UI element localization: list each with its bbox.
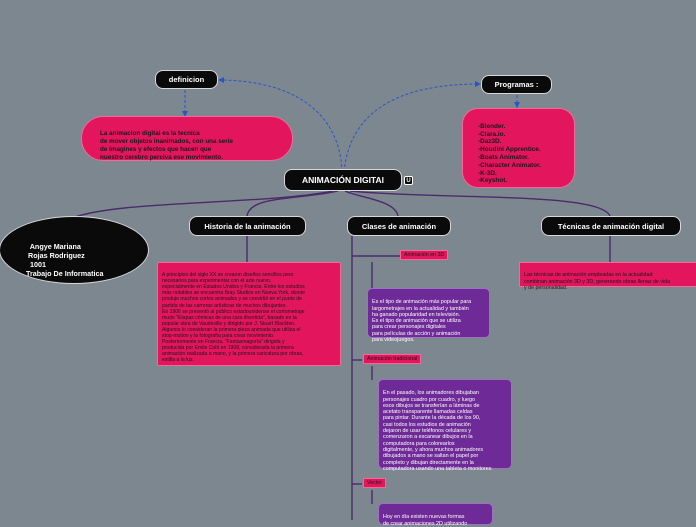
central-topic[interactable]: ANIMACIÓN DIGITAl — [284, 169, 402, 191]
definicion-text: La animacion digital es la tecnica de mo… — [100, 130, 233, 161]
author-node[interactable]: Angye Mariana Rojas Rodriguez 1001 Traba… — [0, 216, 149, 284]
programas-node[interactable]: Programas : — [481, 75, 552, 94]
subtopic-3d-text-box[interactable]: Es el tipo de animación más popular para… — [367, 288, 490, 343]
branch-tecnicas — [349, 190, 611, 217]
tecnicas-text: Las técnicas de animación empleadas en l… — [524, 272, 671, 292]
subtopic-tradicional-text: En el pasado, los animadores dibujaban p… — [383, 390, 492, 472]
subtopic-tradicional-tag[interactable]: Animación tradicional — [363, 354, 422, 364]
subtopic-3d-text: Es el tipo de animación más popular para… — [372, 299, 472, 344]
programas-list-box[interactable]: -Blender. -Clara.io. -Daz3D. -Houdini Ap… — [462, 108, 575, 188]
dashed-link-definicion — [217, 79, 343, 173]
central-badge[interactable]: U — [404, 176, 413, 185]
clases-label: Clases de animación — [361, 221, 437, 231]
tecnicas-label: Técnicas de animación digital — [557, 221, 665, 231]
branch-author — [71, 190, 334, 219]
arrow-head-programas-down — [514, 102, 520, 108]
clases-node[interactable]: Clases de animación — [347, 216, 451, 236]
programas-label: Programas : — [494, 80, 539, 89]
tecnicas-text-box[interactable]: Las técnicas de animación empleadas en l… — [519, 262, 696, 291]
subtopic-vector-tag[interactable]: Vector — [363, 478, 387, 488]
subtopic-vector-text-box[interactable]: Hoy en día existen nuevas formas de crea… — [378, 503, 493, 527]
subtopic-tradicional-text-box[interactable]: En el pasado, los animadores dibujaban p… — [378, 379, 512, 472]
historia-node[interactable]: Historia de la animación — [189, 216, 306, 236]
tecnicas-node[interactable]: Técnicas de animación digital — [541, 216, 681, 236]
branch-clases — [344, 190, 399, 217]
definicion-text-box[interactable]: La animacion digital es la tecnica de mo… — [81, 116, 293, 161]
arrow-head-definicion — [218, 77, 224, 83]
programas-items: -Blender. -Clara.io. -Daz3D. -Houdini Ap… — [478, 122, 541, 185]
branch-historia — [246, 190, 339, 217]
historia-label: Historia de la animación — [204, 221, 291, 231]
central-title: ANIMACIÓN DIGITAl — [301, 175, 384, 185]
dashed-link-programas — [343, 83, 481, 173]
definicion-node[interactable]: definicion — [155, 70, 218, 89]
arrow-head-definicion-down — [182, 111, 188, 117]
historia-text: A principios del siglo XX se crearon dis… — [162, 272, 305, 364]
subtopic-vector-text: Hoy en día existen nuevas formas de crea… — [383, 514, 468, 527]
historia-text-box[interactable]: A principios del siglo XX se crearon dis… — [157, 262, 341, 366]
arrow-head-programas — [475, 81, 481, 87]
author-text: Angye Mariana Rojas Rodriguez 1001 Traba… — [26, 242, 104, 278]
definicion-label: definicion — [168, 75, 205, 84]
subtopic-3d-tag[interactable]: Animación en 3D — [400, 250, 449, 260]
